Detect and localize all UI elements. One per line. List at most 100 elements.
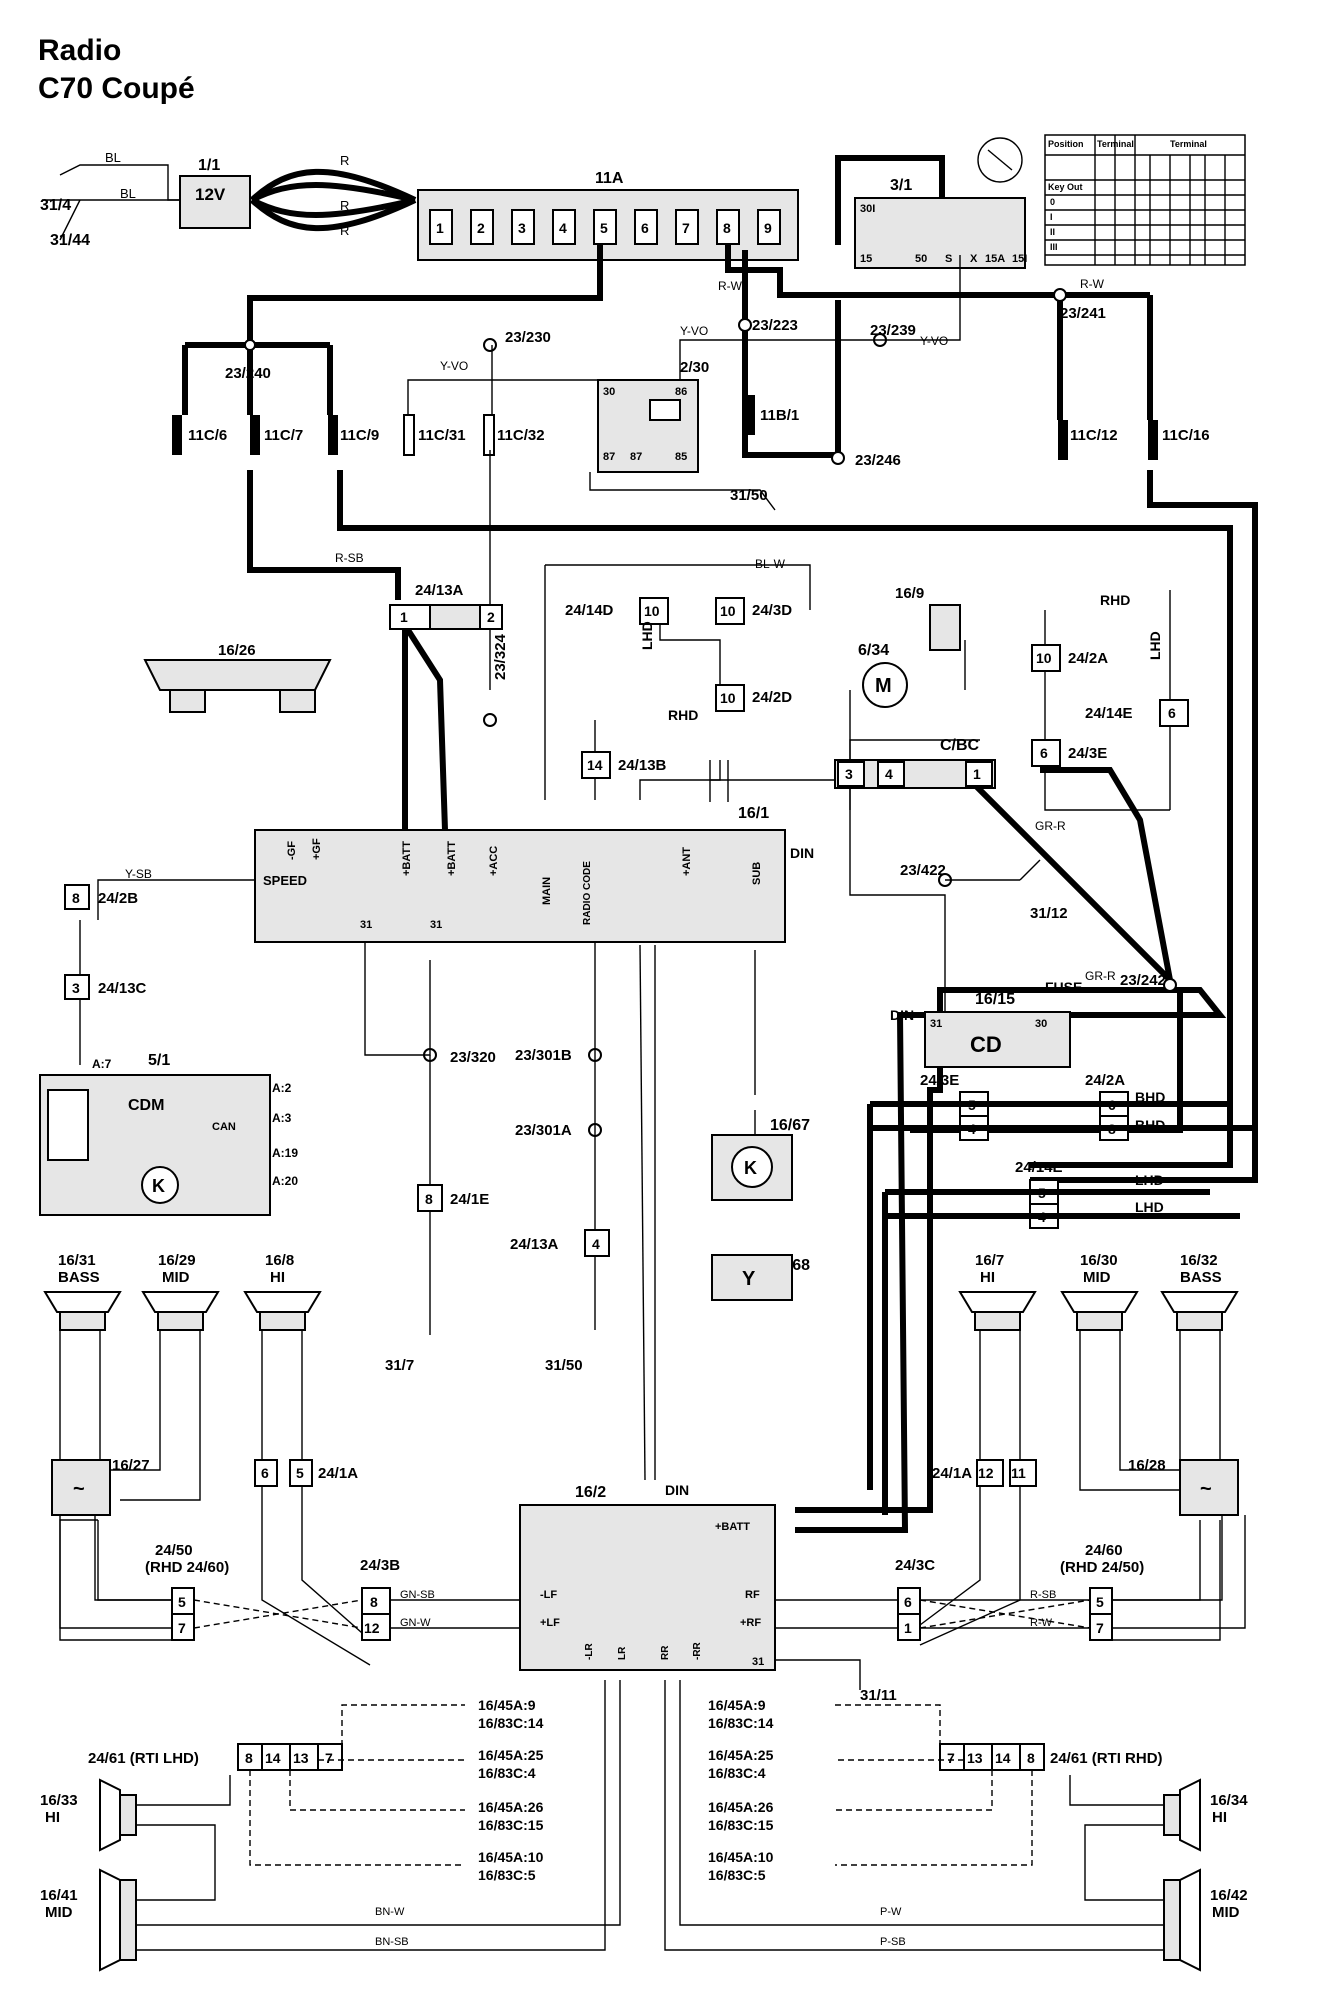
rti-refs: 16/45A:9 16/83C:14 16/45A:25 16/83C:4 16… — [249, 1697, 1033, 1883]
svg-text:HI: HI — [1212, 1809, 1227, 1826]
svg-text:BN-W: BN-W — [375, 1906, 405, 1918]
cd-label: CD — [970, 1032, 1002, 1057]
svg-text:23/242: 23/242 — [1120, 972, 1166, 989]
svg-text:13: 13 — [967, 1750, 983, 1766]
svg-text:24/1A: 24/1A — [318, 1465, 358, 1482]
svg-text:~: ~ — [1200, 1478, 1212, 1500]
amp-wires — [59, 1515, 1246, 1690]
cd-16-15 — [924, 1011, 1071, 1068]
svg-text:6: 6 — [641, 220, 649, 236]
svg-text:24/1A: 24/1A — [932, 1465, 972, 1482]
svg-text:16/83C:4: 16/83C:4 — [708, 1765, 766, 1781]
motor-cbc: 6/34 M C/BC 3 4 1 16/9 — [834, 585, 996, 789]
svg-text:K: K — [744, 1158, 757, 1178]
svg-text:8: 8 — [72, 890, 80, 906]
fusebox-id: 11A — [595, 170, 624, 187]
cdm-label: CDM — [128, 1097, 164, 1114]
svg-text:Terminal: Terminal — [1097, 139, 1134, 149]
svg-text:MID: MID — [1212, 1904, 1240, 1921]
svg-text:S: S — [945, 253, 952, 265]
svg-text:HI: HI — [980, 1269, 995, 1286]
svg-text:I: I — [1050, 212, 1053, 222]
svg-text:P-W: P-W — [880, 1906, 902, 1918]
svg-text:16/83C:14: 16/83C:14 — [478, 1715, 544, 1731]
cd-id: 16/15 — [975, 991, 1015, 1008]
svg-text:16/33: 16/33 — [40, 1792, 78, 1809]
svg-text:Y-VO: Y-VO — [680, 324, 708, 338]
svg-text:16/83C:5: 16/83C:5 — [708, 1867, 766, 1883]
svg-text:7: 7 — [1096, 1620, 1104, 1636]
svg-text:16/29: 16/29 — [158, 1252, 196, 1269]
svg-text:R-W: R-W — [1030, 1617, 1053, 1629]
svg-text:30: 30 — [1035, 1018, 1047, 1030]
svg-text:6: 6 — [1040, 745, 1048, 761]
svg-text:MID: MID — [1083, 1269, 1111, 1286]
svg-text:MAIN: MAIN — [541, 877, 553, 905]
svg-text:24/2D: 24/2D — [752, 689, 792, 706]
svg-text:Key Out: Key Out — [1048, 182, 1083, 192]
svg-text:24/61 (RTI RHD): 24/61 (RTI RHD) — [1050, 1750, 1163, 1767]
svg-text:23/241: 23/241 — [1060, 305, 1106, 322]
svg-text:8: 8 — [1027, 1750, 1035, 1766]
svg-text:24/13C: 24/13C — [98, 980, 147, 997]
svg-text:+BATT: +BATT — [715, 1521, 750, 1533]
radio-16-1 — [254, 829, 786, 943]
svg-text:Y: Y — [742, 1268, 756, 1290]
svg-text:24/14D: 24/14D — [565, 602, 614, 619]
svg-text:23/246: 23/246 — [855, 452, 901, 469]
svg-text:8: 8 — [723, 220, 731, 236]
svg-text:6: 6 — [1168, 705, 1176, 721]
svg-text:24/60: 24/60 — [1085, 1542, 1123, 1559]
svg-text:31/50: 31/50 — [730, 487, 768, 504]
svg-text:12: 12 — [364, 1620, 380, 1636]
svg-text:16/27: 16/27 — [112, 1457, 150, 1474]
svg-text:+BATT: +BATT — [446, 841, 458, 876]
svg-text:RR: RR — [660, 1645, 671, 1660]
svg-text:8: 8 — [425, 1191, 433, 1207]
svg-text:16/26: 16/26 — [218, 642, 256, 659]
connectors-11c: 11C/6 11C/7 11C/9 11C/31 11C/32 11B/1 11… — [172, 395, 1210, 460]
svg-text:24/50: 24/50 — [155, 1542, 193, 1559]
svg-text:Y-VO: Y-VO — [440, 359, 468, 373]
svg-text:87: 87 — [603, 451, 615, 463]
svg-text:31/4: 31/4 — [40, 197, 71, 214]
svg-text:RADIO CODE: RADIO CODE — [582, 861, 593, 925]
svg-text:16/28: 16/28 — [1128, 1457, 1166, 1474]
svg-text:A:3: A:3 — [272, 1111, 292, 1125]
svg-text:16/83C:5: 16/83C:5 — [478, 1867, 536, 1883]
svg-text:(RHD 24/50): (RHD 24/50) — [1060, 1559, 1144, 1576]
battery-id: 1/1 — [198, 157, 220, 174]
fusebox-fuses: 1 2 3 4 5 6 7 8 9 — [429, 209, 781, 245]
svg-text:3: 3 — [845, 766, 853, 782]
svg-text:24/2A: 24/2A — [1085, 1072, 1125, 1089]
svg-text:15A: 15A — [985, 253, 1005, 265]
svg-text:BL-W: BL-W — [755, 557, 786, 571]
svg-text:RHD: RHD — [1100, 592, 1130, 608]
amp-16-2 — [519, 1504, 776, 1671]
svg-text:31/50: 31/50 — [545, 1357, 583, 1374]
svg-text:5: 5 — [296, 1465, 304, 1481]
svg-text:5: 5 — [600, 220, 608, 236]
svg-text:86: 86 — [675, 386, 687, 398]
svg-text:BN-SB: BN-SB — [375, 1936, 409, 1948]
svg-text:A:20: A:20 — [272, 1174, 298, 1188]
svg-text:BASS: BASS — [58, 1269, 100, 1286]
svg-text:23/230: 23/230 — [505, 329, 551, 346]
svg-text:BL: BL — [105, 150, 121, 165]
svg-text:1: 1 — [973, 766, 981, 782]
svg-text:GR-R: GR-R — [1035, 819, 1066, 833]
svg-text:24/3D: 24/3D — [752, 602, 792, 619]
door-speakers: 16/33 HI 16/41 MID 16/34 HI 16/42 MID — [40, 1680, 1248, 1972]
svg-text:50: 50 — [915, 253, 927, 265]
svg-text:R: R — [340, 153, 349, 168]
svg-text:24/1E: 24/1E — [450, 1191, 489, 1208]
svg-text:III: III — [1050, 242, 1058, 252]
svg-text:31/11: 31/11 — [860, 1687, 897, 1704]
svg-text:24/13A: 24/13A — [510, 1236, 559, 1253]
svg-text:31: 31 — [360, 919, 372, 931]
svg-text:C/BC: C/BC — [940, 737, 980, 754]
svg-text:24/61 (RTI LHD): 24/61 (RTI LHD) — [88, 1750, 199, 1767]
svg-text:23/301A: 23/301A — [515, 1122, 572, 1139]
svg-text:A:7: A:7 — [92, 1057, 112, 1071]
ground-labels: 31/50 31/12 31/7 31/50 31/11 — [385, 487, 1068, 1704]
